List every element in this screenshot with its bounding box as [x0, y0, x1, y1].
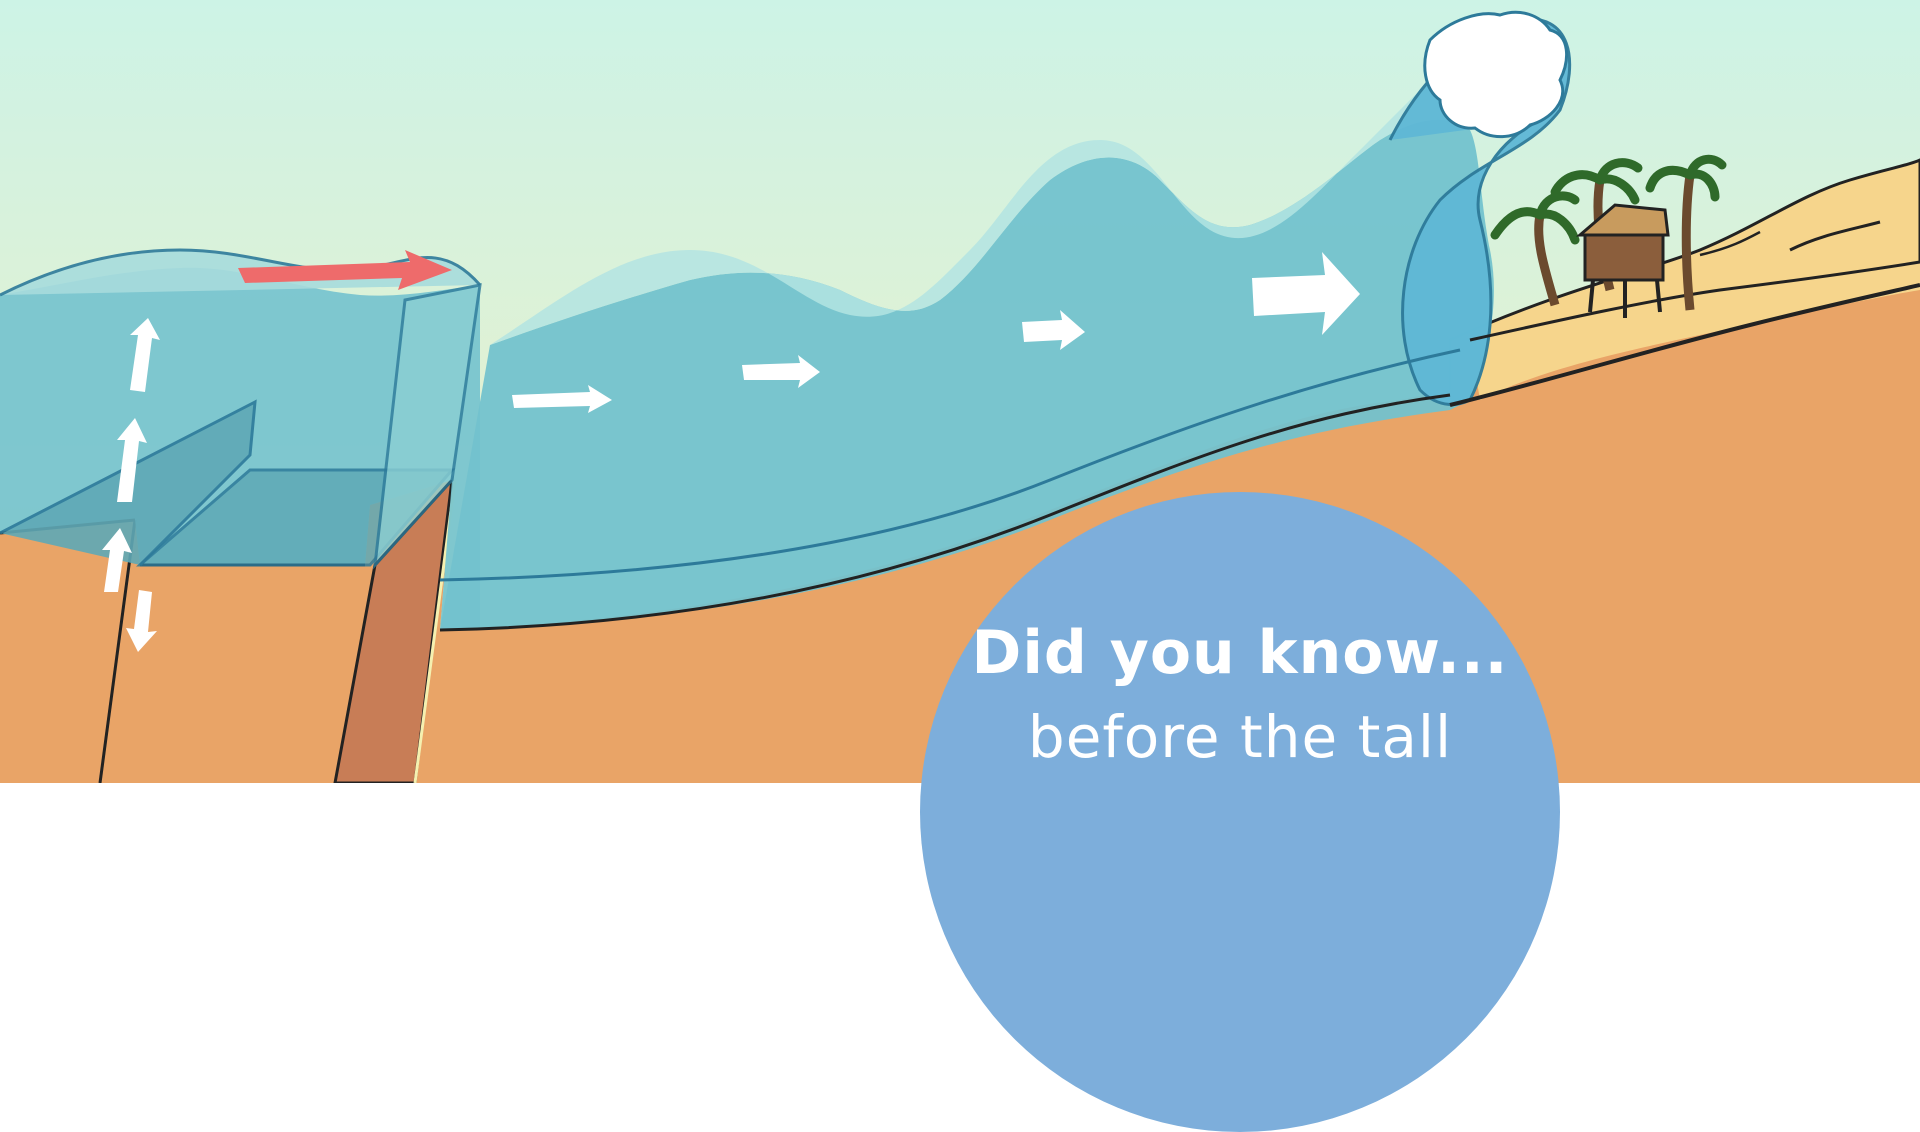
callout-title: Did you know...	[920, 618, 1560, 688]
callout-body: before the tall	[920, 703, 1560, 771]
wave-crest	[1425, 12, 1567, 136]
did-you-know-bubble	[920, 492, 1560, 1132]
